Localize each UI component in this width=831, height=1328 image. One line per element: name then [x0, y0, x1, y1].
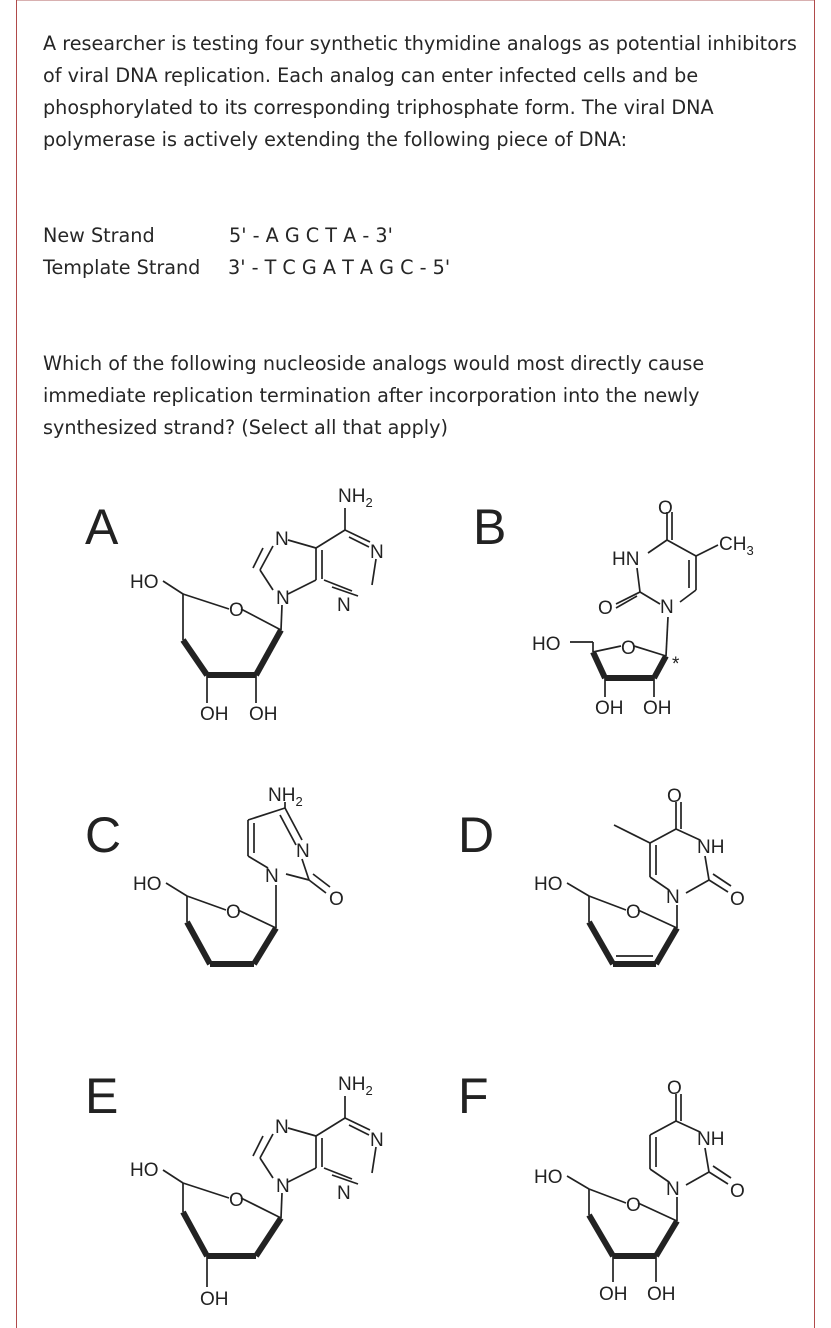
option-b-oh-right: OH	[643, 698, 672, 719]
question-prompt: Which of the following nucleoside analog…	[43, 352, 705, 439]
option-f-letter: F	[458, 1068, 489, 1124]
option-a-oh-left: OH	[200, 704, 229, 725]
option-b-hydroxyl: HO	[532, 634, 561, 655]
option-e-oh: OH	[200, 1289, 229, 1310]
option-c-carbonyl-o: O	[329, 889, 344, 910]
option-c-letter: C	[85, 807, 121, 863]
option-e-n9: N	[276, 1176, 290, 1197]
option-c-ring-oxygen: O	[226, 902, 241, 923]
option-f-oh-left: OH	[599, 1284, 628, 1305]
option-a-oh-right: OH	[249, 704, 278, 725]
option-c-n3: N	[296, 841, 310, 862]
option-f-oh-right: OH	[647, 1284, 676, 1305]
option-d-n1: N	[666, 887, 680, 908]
option-e-amine: NH2	[338, 1074, 373, 1098]
option-f-carbonyl-o2: O	[730, 1181, 745, 1202]
template-strand-sequence: 3' - T C G A T A G C - 5'	[228, 256, 451, 279]
option-f-n1: N	[666, 1179, 680, 1200]
option-e-letter: E	[85, 1068, 118, 1124]
question-panel	[16, 0, 815, 1328]
option-f-carbonyl-o4: O	[667, 1078, 682, 1099]
option-b-oh-left: OH	[595, 698, 624, 719]
option-b-ring-oxygen: O	[621, 638, 636, 659]
option-f-structure[interactable]: F HO O OH OH NH N O O	[458, 1068, 745, 1305]
option-c-structure[interactable]: C HO O N N O NH2	[85, 785, 344, 967]
option-d-letter: D	[458, 807, 494, 863]
option-a-structure[interactable]: A HO O OH OH N N N N NH2	[85, 486, 384, 725]
option-a-n3: N	[337, 595, 351, 616]
option-d-carbonyl-o4: O	[667, 786, 682, 807]
option-a-ring-oxygen: O	[229, 600, 244, 621]
option-f-hydroxyl: HO	[534, 1167, 563, 1188]
option-a-n9: N	[276, 588, 290, 609]
option-a-n1: N	[370, 542, 384, 563]
option-b-hn: HN	[612, 549, 639, 570]
new-strand-sequence: 5' - A G C T A - 3'	[229, 224, 393, 247]
option-f-ring-oxygen: O	[626, 1195, 641, 1216]
question-intro: A researcher is testing four synthetic t…	[43, 32, 797, 151]
page-top-border	[16, 0, 815, 1]
option-e-ring-oxygen: O	[229, 1190, 244, 1211]
template-strand-label: Template Strand	[43, 256, 201, 279]
option-e-n3: N	[337, 1183, 351, 1204]
option-b-methyl: CH3	[719, 534, 754, 558]
option-a-n7: N	[275, 529, 289, 550]
option-c-n1: N	[265, 866, 279, 887]
option-c-hydroxyl: HO	[133, 874, 162, 895]
option-b-n1: N	[660, 597, 674, 618]
option-b-carbonyl-o2: O	[598, 598, 613, 619]
option-e-hydroxyl: HO	[130, 1160, 159, 1181]
option-d-carbonyl-o2: O	[730, 889, 745, 910]
option-b-star: *	[672, 654, 680, 675]
new-strand-label: New Strand	[43, 224, 155, 247]
option-a-hydroxyl: HO	[130, 572, 159, 593]
option-b-carbonyl-o4: O	[658, 498, 673, 519]
option-e-structure[interactable]: E HO O OH N N N N NH2	[85, 1068, 384, 1310]
option-e-n7: N	[275, 1117, 289, 1138]
option-e-n1: N	[370, 1130, 384, 1151]
option-d-nh: NH	[697, 837, 724, 858]
option-d-hydroxyl: HO	[534, 874, 563, 895]
option-c-amine: NH2	[268, 785, 303, 809]
option-a-amine: NH2	[338, 486, 373, 510]
option-d-structure[interactable]: D HO O NH N O O	[458, 786, 745, 967]
option-b-letter: B	[473, 499, 506, 555]
option-f-nh: NH	[697, 1129, 724, 1150]
option-a-letter: A	[85, 499, 119, 555]
option-d-ring-oxygen: O	[626, 902, 641, 923]
option-b-structure[interactable]: B HO O * OH OH HN N O O CH3	[473, 498, 754, 719]
